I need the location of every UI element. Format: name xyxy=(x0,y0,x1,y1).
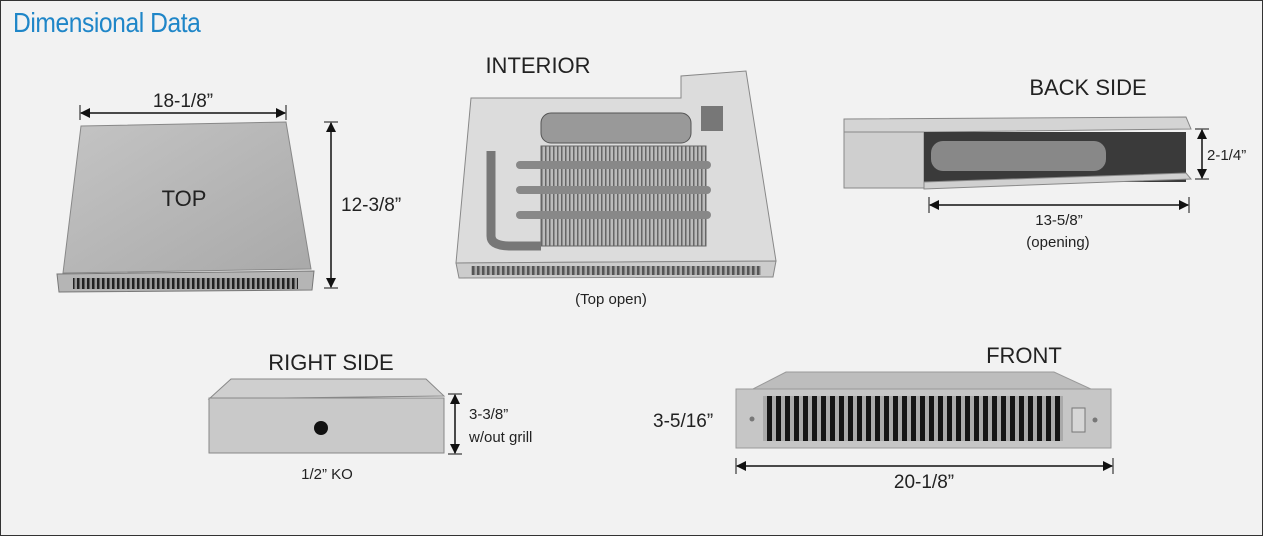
top-depth-label: 12-3/8” xyxy=(341,195,401,216)
back-opening-note: (opening) xyxy=(1026,234,1089,251)
front-view: FRONT 3-5/16” 20-1/8” xyxy=(653,343,1114,493)
interior-view: INTERIOR xyxy=(455,53,777,279)
interior-caption: (Top open) xyxy=(575,291,647,308)
top-width-label: 18-1/8” xyxy=(153,91,213,112)
interior-view-label: INTERIOR xyxy=(485,53,590,78)
front-view-label: FRONT xyxy=(986,343,1062,368)
right-height-note: w/out grill xyxy=(468,429,532,446)
knockout-hole xyxy=(314,421,328,435)
top-view-label: TOP xyxy=(162,186,207,211)
top-view: TOP 18-1/8” 12-3/8” xyxy=(56,91,401,293)
pipe xyxy=(486,151,541,251)
front-grille xyxy=(763,396,1063,441)
front-height-label: 3-5/16” xyxy=(653,411,713,432)
right-side-view: RIGHT SIDE 3-3/8” w/out grill 1/2” KO xyxy=(207,350,532,483)
thermostat-switch xyxy=(1071,407,1086,433)
blower-fan xyxy=(540,112,692,144)
back-side-view: BACK SIDE 2-1/4” 13-5/8” (opening) xyxy=(843,75,1246,251)
knockout-label: 1/2” KO xyxy=(301,466,353,483)
back-height-label: 2-1/4” xyxy=(1207,147,1246,164)
right-side-view-label: RIGHT SIDE xyxy=(268,350,394,375)
top-panel-photo xyxy=(62,121,312,274)
back-side-view-label: BACK SIDE xyxy=(1029,75,1146,100)
back-opening-label: 13-5/8” xyxy=(1035,212,1083,229)
front-width-label: 20-1/8” xyxy=(894,472,954,493)
right-height-label: 3-3/8” xyxy=(469,406,508,423)
top-grille xyxy=(73,278,298,289)
page-title: Dimensional Data xyxy=(13,7,201,38)
